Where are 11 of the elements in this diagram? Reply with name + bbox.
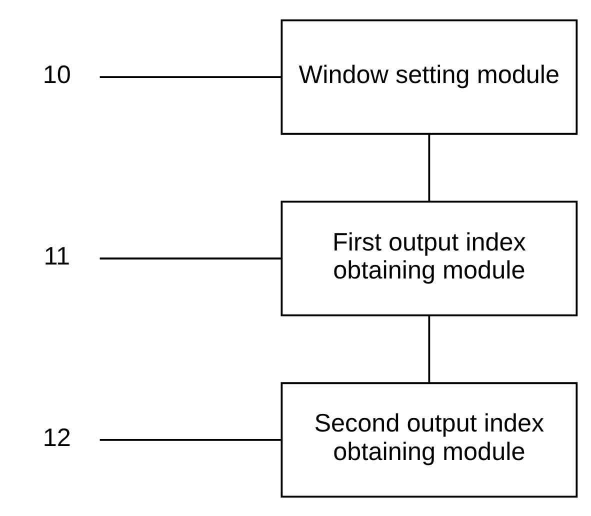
connector [428, 315, 430, 382]
node-box: Window setting module [280, 18, 578, 134]
node-box: First output index obtaining module [280, 200, 578, 316]
connector [100, 438, 282, 440]
node-text: 10 [42, 60, 71, 89]
node-box: Second output index obtaining module [280, 382, 578, 498]
node-text: 11 [44, 242, 70, 270]
connector [428, 134, 430, 202]
connector [100, 257, 282, 259]
connector [100, 76, 282, 78]
node-text: 12 [42, 423, 71, 452]
